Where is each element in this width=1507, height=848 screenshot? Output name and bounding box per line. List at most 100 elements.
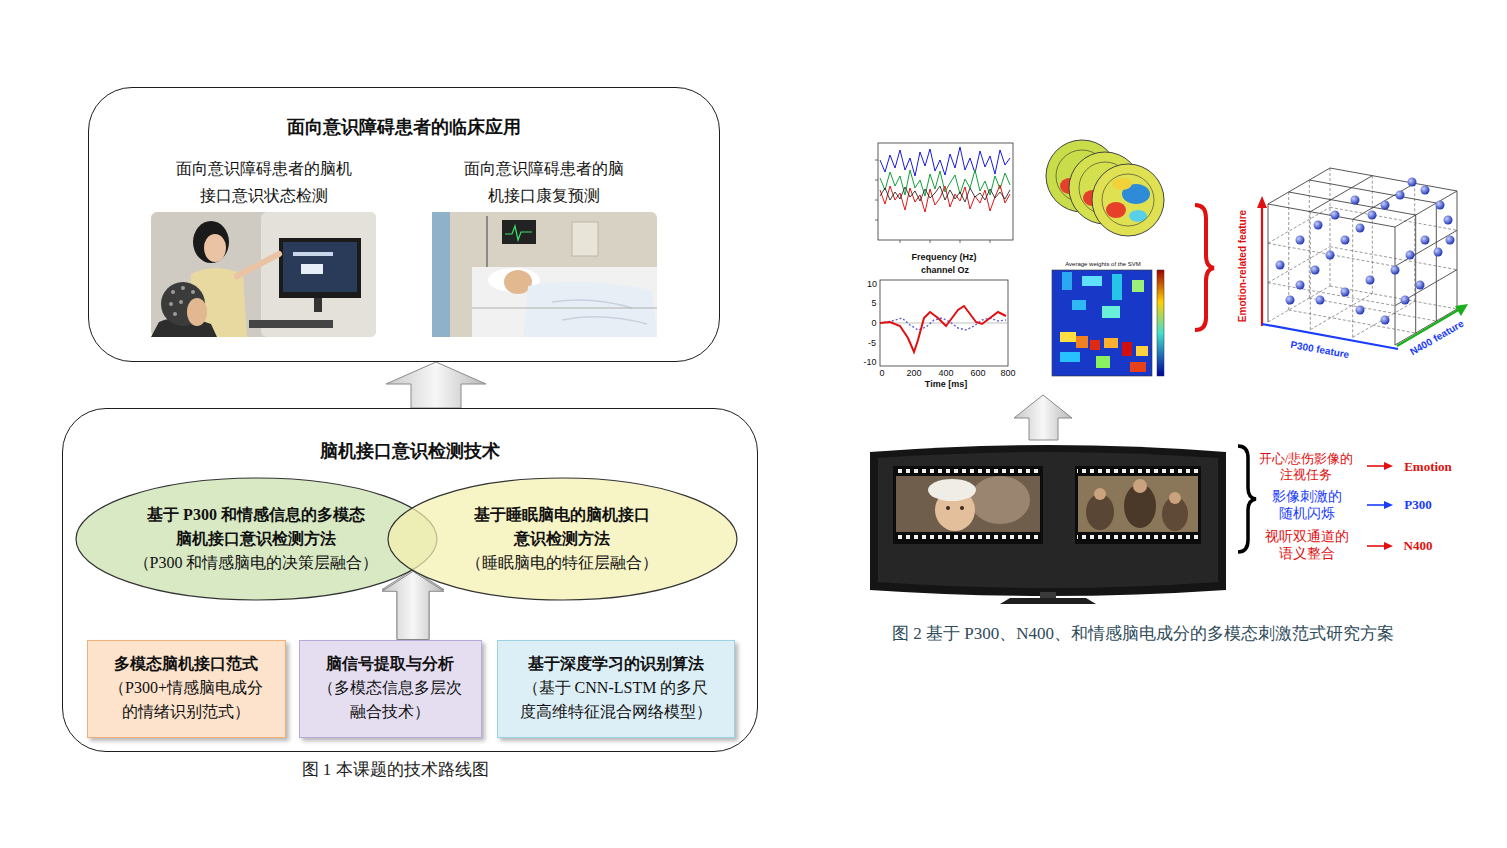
topography-maps <box>1106 202 1126 218</box>
feature-cube <box>1436 201 1445 210</box>
annotation-arrows <box>1384 542 1393 550</box>
svm-weight-heatmap <box>1052 270 1152 376</box>
feature-cube <box>1341 236 1350 245</box>
monitor-illustration <box>895 534 1041 540</box>
photo-illustration <box>173 312 177 316</box>
spectrum-plot <box>878 143 1013 240</box>
topography-maps <box>1112 178 1132 190</box>
stimulus-task: 影像刺激的 随机闪烁 <box>1267 488 1347 522</box>
feature-cube <box>1436 203 1437 321</box>
red-brace <box>1195 205 1214 330</box>
feature-cube <box>1421 186 1430 195</box>
feature-cube <box>1353 301 1415 337</box>
photo-panel: 面向意识障碍患者的脑机 接口意识状态检测 <box>150 155 378 339</box>
monitor-illustration <box>960 506 964 510</box>
annotation-arrows <box>1367 462 1393 550</box>
box-note: （基于 CNN-LSTM 的多尺 度高维特征混合网络模型） <box>505 676 727 724</box>
svm-weight-heatmap <box>1104 338 1118 348</box>
photo-illustration <box>572 222 598 256</box>
monitor-illustration <box>1075 466 1201 544</box>
feature-cube <box>1356 306 1365 315</box>
figure-caption: 图 2 基于 P300、N400、和情感脑电成分的多模态刺激范式研究方案 <box>892 624 1394 644</box>
svm-weight-heatmap <box>1090 340 1100 350</box>
svm-weight-heatmap <box>1130 362 1146 372</box>
ellipse-outline <box>76 478 437 600</box>
monitor-illustration <box>870 445 1226 596</box>
photo-illustration <box>171 290 175 294</box>
svm-weight-heatmap <box>1096 356 1110 368</box>
photo-illustration <box>472 267 657 337</box>
feature-cube <box>1351 196 1360 205</box>
feature-cube <box>1268 191 1457 345</box>
monitor-illustration <box>1077 534 1199 540</box>
box-note: （多模态信息多层次 融合技术） <box>307 676 474 724</box>
tick-label: 0 <box>871 318 876 329</box>
photo-illustration <box>191 290 195 294</box>
monitor-illustration <box>895 468 1041 474</box>
tick-label: 0 <box>879 368 884 379</box>
component-name: P300 <box>1404 497 1431 513</box>
feature-cube <box>1257 196 1267 208</box>
feature-axis-label: P300 feature <box>1290 339 1351 361</box>
axis-label: Frequency (Hz) <box>911 252 976 263</box>
spectrum-plot <box>880 170 1010 196</box>
feature-cube <box>1314 221 1323 230</box>
feature-cube <box>1331 211 1340 220</box>
feature-cube <box>1455 304 1468 316</box>
box-title: 基于深度学习的识别算法 <box>505 652 727 676</box>
annotation-arrows <box>1367 504 1386 506</box>
photo-illustration <box>505 226 532 240</box>
feature-cube <box>1257 168 1468 349</box>
feature-cube <box>1268 168 1457 227</box>
erp-plot <box>880 306 1006 352</box>
monitor-illustration <box>1078 476 1198 532</box>
photo-illustration <box>301 264 323 274</box>
feature-cube <box>1289 310 1416 333</box>
photo-illustration <box>169 286 195 316</box>
feature-cube <box>1341 288 1350 297</box>
photo-illustration <box>169 302 173 306</box>
svm-weight-heatmap <box>1076 336 1088 348</box>
feature-cube <box>1296 281 1305 290</box>
monitor-illustration <box>1133 479 1147 493</box>
monitor-illustration <box>928 479 976 501</box>
feature-cube <box>1316 296 1325 305</box>
photo-illustration <box>249 320 333 328</box>
photo-illustration <box>237 254 279 276</box>
black-brace <box>1238 446 1256 552</box>
box-note: （P300+情感脑电成分 的情绪识别范式） <box>95 676 278 724</box>
tick-label: 800 <box>1000 368 1015 379</box>
feature-cube <box>1368 211 1377 220</box>
annotation-arrows <box>1384 462 1393 470</box>
spectrum-plot <box>880 147 1010 176</box>
feature-cube <box>1268 168 1457 337</box>
photo-illustration <box>472 307 657 308</box>
tick-label: 5 <box>871 298 876 309</box>
feature-cube <box>1391 266 1400 275</box>
feature-cube <box>1381 201 1390 210</box>
photo-panel: 面向意识障碍患者的脑 机接口康复预测 <box>432 155 657 339</box>
annotation-arrows <box>1367 545 1386 547</box>
annotation-arrows <box>1384 501 1393 509</box>
tick-label: 200 <box>906 368 921 379</box>
application-panel: 面向意识障碍患者的临床应用面向意识障碍患者的脑机 接口意识状态检测 面向意识障碍… <box>88 87 720 362</box>
photo-illustration <box>293 252 333 256</box>
monitor-illustration <box>946 506 950 510</box>
photo-illustration <box>181 286 185 290</box>
ellipse-text-group: 基于 P300 和情感信息的多模态 脑机接口意识检测方法（P300 和情感脑电的… <box>110 503 402 575</box>
technique-box: 脑信号提取与分析（多模态信息多层次 融合技术） <box>299 640 482 738</box>
stimulus-task: 视听双通道的 语义整合 <box>1261 528 1353 562</box>
technology-panel: 脑机接口意识检测技术基于 P300 和情感信息的多模态 脑机接口意识检测方法（P… <box>62 408 758 752</box>
feature-cube <box>1395 270 1457 306</box>
svm-weight-heatmap <box>1082 276 1102 286</box>
topography-maps <box>1092 164 1164 236</box>
feature-cube <box>1296 236 1305 245</box>
feature-cube <box>1446 236 1455 245</box>
svm-weight-heatmap <box>1072 300 1086 310</box>
svm-weight-heatmap <box>1060 332 1076 342</box>
panel-title: 面向意识障碍患者的临床应用 <box>89 115 719 139</box>
box-title: 脑信号提取与分析 <box>307 652 474 676</box>
feature-cube <box>1330 286 1457 309</box>
svm-weight-heatmap <box>1112 274 1122 300</box>
